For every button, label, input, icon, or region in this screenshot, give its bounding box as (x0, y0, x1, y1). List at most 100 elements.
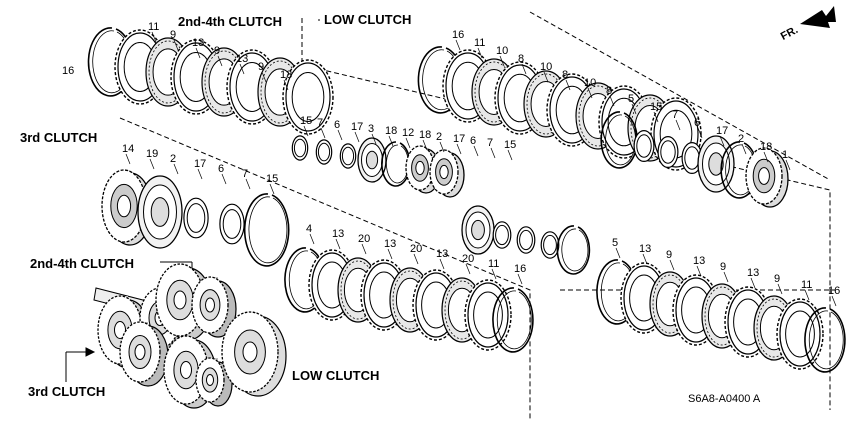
leader-line (719, 135, 725, 147)
callout-number: 8 (606, 85, 612, 97)
leader-line (354, 131, 360, 143)
callout-number: 11 (801, 279, 812, 291)
callout-number: 15 (300, 115, 312, 127)
callout-number: 10 (496, 45, 508, 57)
leader-line (507, 149, 513, 161)
callout-number: 11 (148, 21, 159, 33)
leader-line (217, 55, 223, 67)
label-low-clutch-bottom: LOW CLUTCH (292, 368, 379, 383)
leader-line (741, 143, 747, 155)
callout-number: 10 (584, 77, 596, 89)
leader-line (221, 173, 227, 185)
callout-number: 9 (666, 249, 672, 261)
leader-line (197, 168, 203, 180)
label-low-clutch-top: LOW CLUTCH (324, 12, 411, 27)
shaft-assembly (93, 263, 287, 409)
leader-line (361, 243, 367, 255)
callout-number: 6 (694, 117, 700, 129)
clutch-ring (429, 149, 465, 198)
callout-number: 16 (452, 29, 464, 41)
leader-line (653, 111, 659, 123)
leader-line (723, 271, 729, 283)
callout-number: 20 (358, 233, 370, 245)
leader-line (831, 295, 837, 307)
callout-number: 13 (192, 37, 204, 49)
callout-number: 17 (716, 125, 728, 137)
clutch-ring (137, 175, 183, 249)
label-3rd-clutch-bottom: 3rd CLUTCH (28, 384, 105, 399)
leader-line (413, 253, 419, 265)
callout-number: 13 (236, 53, 248, 65)
callout-number: 15 (266, 173, 278, 185)
leader-line (269, 183, 275, 195)
callout-number: 13 (384, 238, 396, 250)
leader-line (631, 103, 637, 115)
callout-number: 11 (488, 258, 499, 270)
callout-number: 9 (720, 261, 726, 273)
clutch-ring (745, 147, 789, 208)
clutch-ring (492, 287, 534, 353)
callout-number: 6 (218, 163, 224, 175)
leader-line (521, 63, 527, 75)
leader-line (473, 145, 479, 157)
leader-line (697, 127, 703, 139)
leader-line (517, 273, 523, 285)
leader-line (195, 47, 201, 59)
leader-line (696, 265, 702, 277)
clutch-ring (357, 137, 387, 183)
callout-number: 14 (122, 143, 134, 155)
leader-line (669, 259, 675, 271)
leader-line (320, 127, 326, 139)
callout-number: 8 (518, 53, 524, 65)
leader-line (439, 141, 445, 153)
clutch-ring (461, 205, 495, 255)
clutch-ring (516, 226, 536, 254)
clutch-ring (492, 221, 512, 249)
clutch-ring (697, 135, 735, 193)
callout-number: 2 (170, 153, 176, 165)
callout-number: 5 (628, 93, 634, 105)
callout-number: 9 (214, 45, 220, 57)
gear (119, 321, 169, 387)
leader-line (303, 125, 309, 137)
leader-line (261, 71, 267, 83)
label-3rd-clutch-top: 3rd CLUTCH (20, 130, 97, 145)
clutch-ring (243, 193, 290, 267)
leader-line (422, 139, 428, 151)
callout-number: 17 (351, 121, 363, 133)
callout-number: 18 (760, 141, 772, 153)
leader-line (371, 133, 377, 145)
clutch-ring (657, 136, 679, 169)
leader-line (283, 79, 289, 91)
callout-number: 13 (747, 267, 759, 279)
leader-line (245, 178, 251, 190)
callout-number: 16 (62, 65, 74, 77)
front-arrow-icon (800, 6, 836, 28)
gear (221, 311, 287, 397)
callout-number: 17 (453, 133, 465, 145)
leader-line (455, 39, 461, 51)
callout-number: 2 (436, 131, 442, 143)
callout-number: 18 (419, 129, 431, 141)
leader-line (675, 119, 681, 131)
clutch-ring (540, 231, 560, 259)
leader-line (337, 129, 343, 141)
leader-line (309, 233, 315, 245)
callout-number: 2 (738, 133, 744, 145)
leader-line (465, 263, 471, 275)
leader-line (387, 248, 393, 260)
leader-line (609, 95, 615, 107)
gear (191, 276, 237, 338)
callout-number: 13 (332, 228, 344, 240)
clutch-ring (804, 307, 846, 373)
clutch-ring (556, 225, 591, 275)
leader-line (499, 55, 505, 67)
callout-number: 4 (306, 223, 312, 235)
callout-number: 12 (402, 127, 414, 139)
callout-number: 10 (540, 61, 552, 73)
reference-code: S6A8-A0400 A (688, 393, 761, 405)
callout-number: 20 (462, 253, 474, 265)
callout-number: 13 (639, 243, 651, 255)
